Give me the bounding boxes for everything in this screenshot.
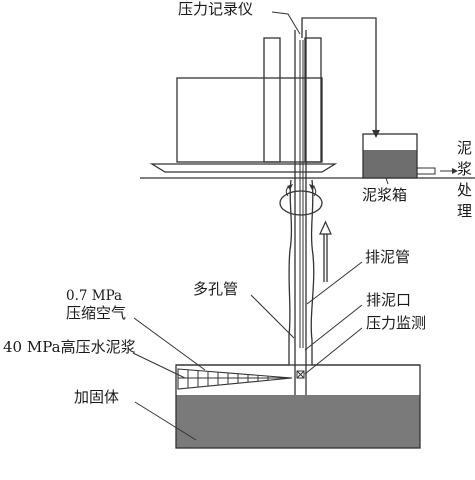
rotation-arrowhead-left	[287, 184, 293, 190]
label-porous-pipe: 多孔管	[193, 280, 238, 298]
leader-porous-pipe	[250, 294, 295, 339]
rotation-arrowhead-right	[309, 184, 315, 190]
jet-cone	[177, 368, 293, 390]
recorder-to-tank-line	[301, 17, 377, 130]
leader-pressure-recorder	[271, 11, 301, 35]
borehole-left-wall	[288, 179, 293, 365]
rig-mast-left	[263, 37, 281, 163]
rig-body	[176, 77, 323, 163]
label-mud-treatment-1: 泥	[457, 139, 472, 157]
label-mud-treatment-2: 浆	[457, 160, 472, 178]
label-mud-treatment-4: 理	[457, 202, 472, 220]
leader-discharge-pipe	[306, 261, 363, 305]
label-pressure-monitoring: 压力监测	[366, 314, 426, 332]
label-discharge-port: 排泥口	[366, 291, 411, 309]
upward-flow-arrow-head	[319, 220, 332, 235]
leader-discharge-port	[304, 304, 363, 351]
label-mud-tank: 泥浆箱	[362, 186, 407, 204]
borehole-step	[311, 352, 420, 366]
mud-tank-fill	[363, 150, 417, 178]
rotation-ellipse	[279, 190, 323, 216]
mud-tank	[362, 133, 458, 179]
rig-mast-right	[304, 37, 322, 163]
label-pressure-recorder: 压力记录仪	[178, 0, 253, 18]
reinforced-body-outline	[175, 364, 421, 449]
leader-reinforced-body	[134, 401, 197, 441]
label-mud-treatment-3: 处	[457, 181, 472, 199]
borehole-right-wall	[310, 179, 315, 352]
sensor-x-2	[296, 370, 305, 379]
leader-pressure-monitoring	[304, 327, 363, 375]
reinforced-body-fill	[176, 395, 420, 448]
mud-tank-outline	[362, 133, 418, 179]
leader-mud-tank	[385, 177, 389, 185]
leader-compressed-air	[133, 317, 206, 371]
rig-platform	[149, 163, 338, 173]
label-grout: 40 MPa高压水泥浆	[3, 338, 136, 356]
tank-outlet-pipe	[416, 167, 436, 175]
label-compressed-air-value: 0.7 MPa	[66, 288, 122, 304]
label-reinforced-body: 加固体	[74, 388, 119, 406]
label-discharge-pipe: 排泥管	[365, 248, 410, 266]
leader-grout	[132, 352, 186, 379]
jet-cone-outline	[177, 368, 293, 390]
outlet-arrow-head	[452, 168, 458, 174]
label-compressed-air: 压缩空气	[66, 304, 126, 322]
drilling-rig	[149, 37, 338, 173]
